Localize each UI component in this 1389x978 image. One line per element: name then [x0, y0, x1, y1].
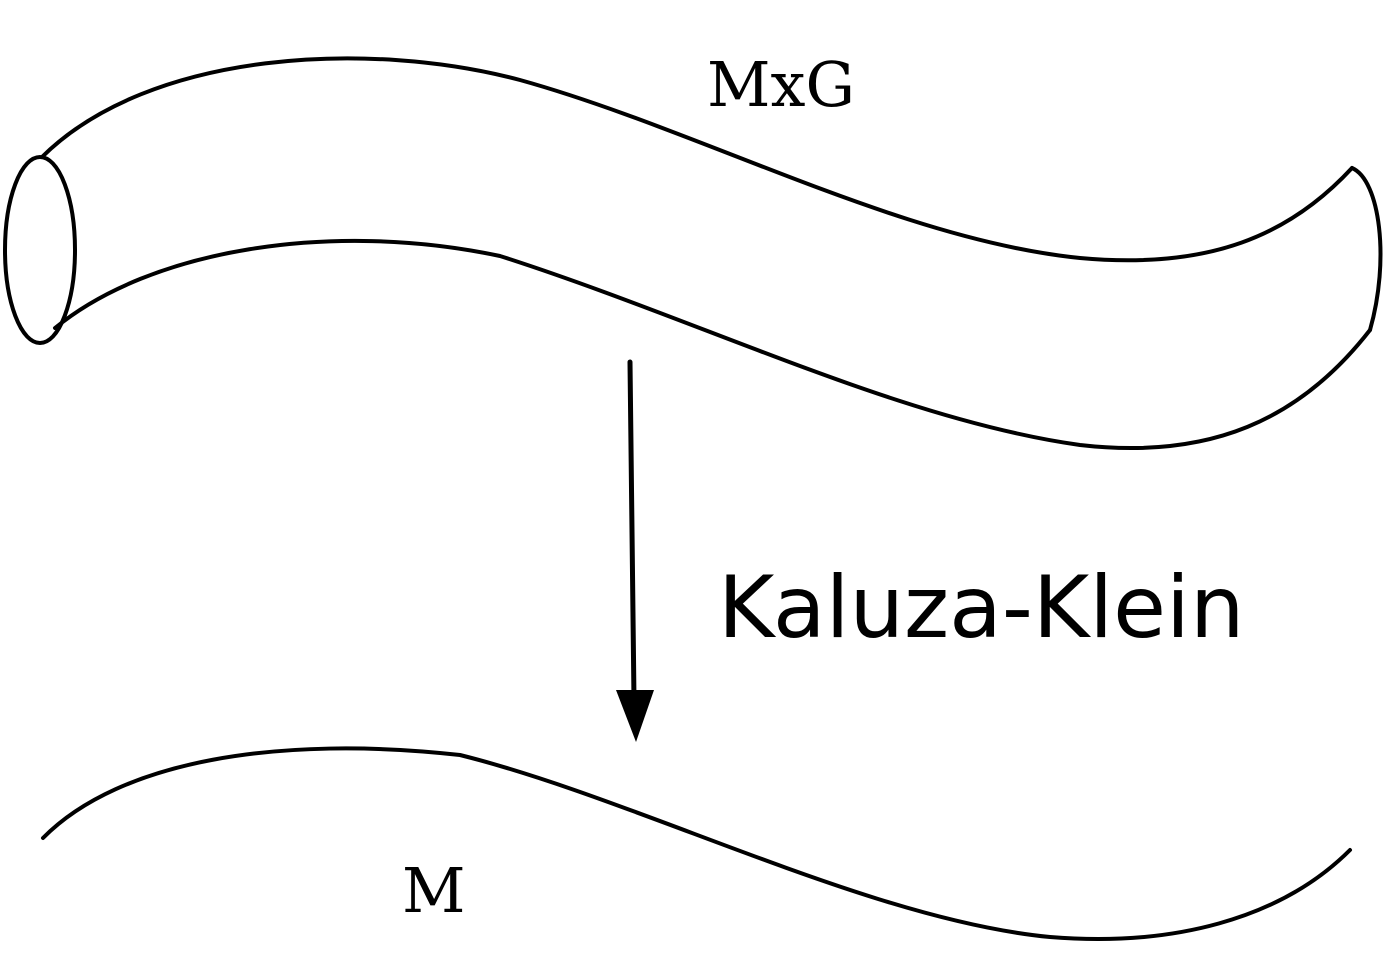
arrow-shaft [627, 359, 637, 703]
tube-left-cross-section [3, 155, 77, 345]
arrow-head [616, 690, 654, 742]
tube-manifold [3, 56, 1383, 451]
tube-right-end-cap [1350, 166, 1383, 332]
kaluza-klein-label: Kaluza-Klein [718, 558, 1244, 658]
product-space-label: MxG [707, 48, 855, 121]
projection-arrow [616, 359, 654, 742]
tube-top-edge [40, 56, 1354, 263]
tube-bottom-edge [53, 238, 1372, 451]
base-manifold-curve [41, 746, 1352, 941]
base-space-label: M [402, 854, 465, 927]
